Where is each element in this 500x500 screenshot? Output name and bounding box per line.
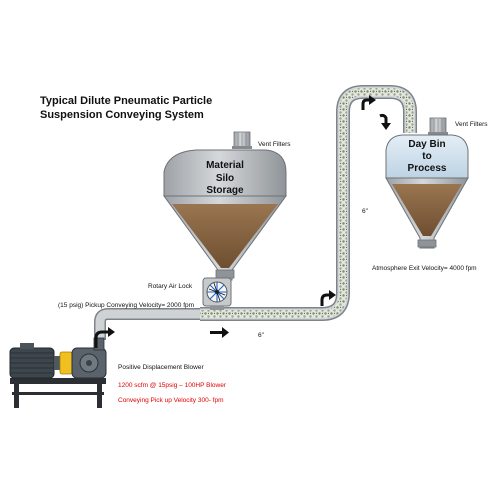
material-silo	[163, 131, 287, 281]
vent-filter-icon	[232, 131, 252, 149]
flow-arrow-icon	[361, 95, 376, 110]
day-bin-label-line-1: Day Bin	[408, 139, 446, 150]
rotary-airlock-icon	[202, 277, 232, 310]
silo-label: Material Silo Storage	[195, 160, 255, 198]
vent-filters-bin-label: Vent Filters	[455, 121, 488, 128]
pipe-size-horizontal-label: 6"	[258, 332, 264, 339]
flow-arrow-icon	[94, 327, 115, 348]
blower-icon	[71, 337, 107, 379]
silo-label-line-3: Storage	[206, 185, 244, 196]
pickup-velocity-label: (15 psig) Pickup Conveying Velocity= 200…	[58, 302, 195, 309]
day-bin-label-line-2: to	[422, 151, 432, 162]
diagram-title: Typical Dilute Pneumatic Particle Suspen…	[40, 95, 212, 123]
pipe-size-vertical-label: 6"	[362, 208, 368, 215]
day-bin-label: Day Bin to Process	[397, 139, 457, 175]
title-line-2: Suspension Conveying System	[40, 108, 204, 121]
conveying-pipeline	[200, 85, 417, 321]
vent-filter-icon	[428, 117, 448, 135]
flow-arrow-icon	[320, 290, 336, 306]
rotary-air-lock-label: Rotary Air Lock	[148, 283, 193, 290]
coupling	[59, 351, 73, 375]
silo-label-line-1: Material	[206, 160, 244, 171]
day-bin-label-line-3: Process	[407, 163, 447, 174]
vent-filters-silo-label: Vent Filters	[258, 141, 291, 148]
blower-skid	[10, 378, 106, 408]
title-line-1: Typical Dilute Pneumatic Particle	[40, 95, 213, 107]
silo-label-line-2: Silo	[215, 172, 235, 184]
blower-discharge-pipe	[94, 308, 200, 340]
atmosphere-exit-velocity-label: Atmosphere Exit Velocity= 4000 fpm	[372, 265, 477, 272]
electric-motor-icon	[9, 343, 60, 379]
pickup-velocity-range-label: Conveying Pick up Velocity 300- fpm	[118, 397, 224, 404]
flow-arrow-icon	[210, 327, 229, 338]
flow-arrow-icon	[379, 113, 391, 130]
blower-label: Positive Displacement Blower	[118, 364, 204, 371]
day-bin	[385, 117, 469, 249]
blower-spec-label: 1200 scfm @ 15psig – 100HP Blower	[118, 382, 227, 389]
